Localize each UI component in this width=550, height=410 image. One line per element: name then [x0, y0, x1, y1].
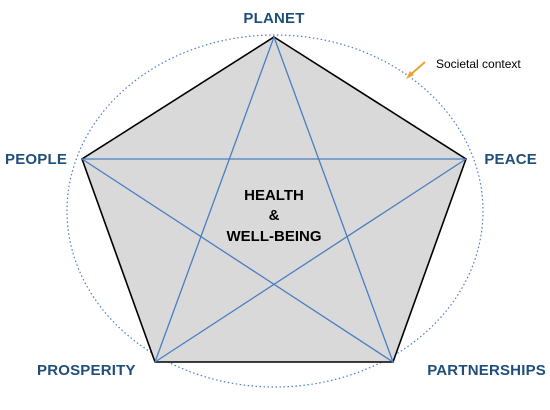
center-label-ampersand: & — [269, 207, 280, 224]
star-line-peace-prosperity — [154, 158, 467, 363]
societal-context-circle — [66, 34, 484, 388]
label-prosperity: PROSPERITY — [37, 362, 136, 379]
context-arrow-head — [406, 71, 414, 79]
star-line-people-partnerships — [81, 158, 394, 363]
star-line-planet-partnerships — [273, 36, 394, 363]
center-label-well-being: WELL-BEING — [227, 228, 322, 245]
center-label-health: HEALTH — [244, 187, 304, 204]
star-line-planet-prosperity — [154, 36, 275, 363]
label-peace: PEACE — [484, 151, 537, 168]
pentagon — [81, 36, 467, 363]
label-planet: PLANET — [243, 10, 304, 27]
label-people: PEOPLE — [5, 151, 67, 168]
societal-context-label: Societal context — [436, 57, 521, 71]
star-lines — [81, 36, 467, 363]
label-partnerships: PARTNERSHIPS — [427, 362, 546, 379]
